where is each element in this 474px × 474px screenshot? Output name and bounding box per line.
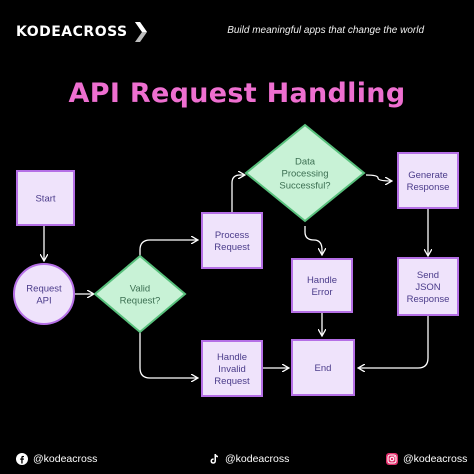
page-title: API Request Handling <box>68 78 406 109</box>
edge-process-data <box>231 175 244 212</box>
tagline: Build meaningful apps that change the wo… <box>227 25 424 36</box>
footer-tiktok[interactable]: @kodeacross <box>208 451 289 467</box>
node-start-label: Start <box>35 194 55 205</box>
footer-facebook[interactable]: @kodeacross <box>16 451 97 467</box>
chevron-right-icon <box>134 22 147 42</box>
tiktok-icon <box>210 454 218 464</box>
facebook-handle: @kodeacross <box>33 453 98 465</box>
edge-send-end <box>359 315 429 368</box>
instagram-icon <box>386 453 398 465</box>
edge-data-generate <box>365 174 391 181</box>
footer-instagram[interactable]: @kodeacross <box>386 451 467 467</box>
edge-valid-invalid <box>139 326 197 378</box>
edge-data-error <box>304 226 322 254</box>
node-end[interactable]: End <box>291 339 355 396</box>
brand-name: KODEACROSS <box>16 24 128 40</box>
facebook-icon <box>16 453 28 465</box>
tiktok-handle: @kodeacross <box>225 453 290 465</box>
instagram-handle: @kodeacross <box>403 453 468 465</box>
edge-valid-process <box>139 240 197 262</box>
node-start[interactable]: Start <box>16 170 75 226</box>
brand-logo[interactable]: KODEACROSS <box>16 20 148 44</box>
edges <box>44 175 428 378</box>
node-end-label: End <box>315 363 332 374</box>
